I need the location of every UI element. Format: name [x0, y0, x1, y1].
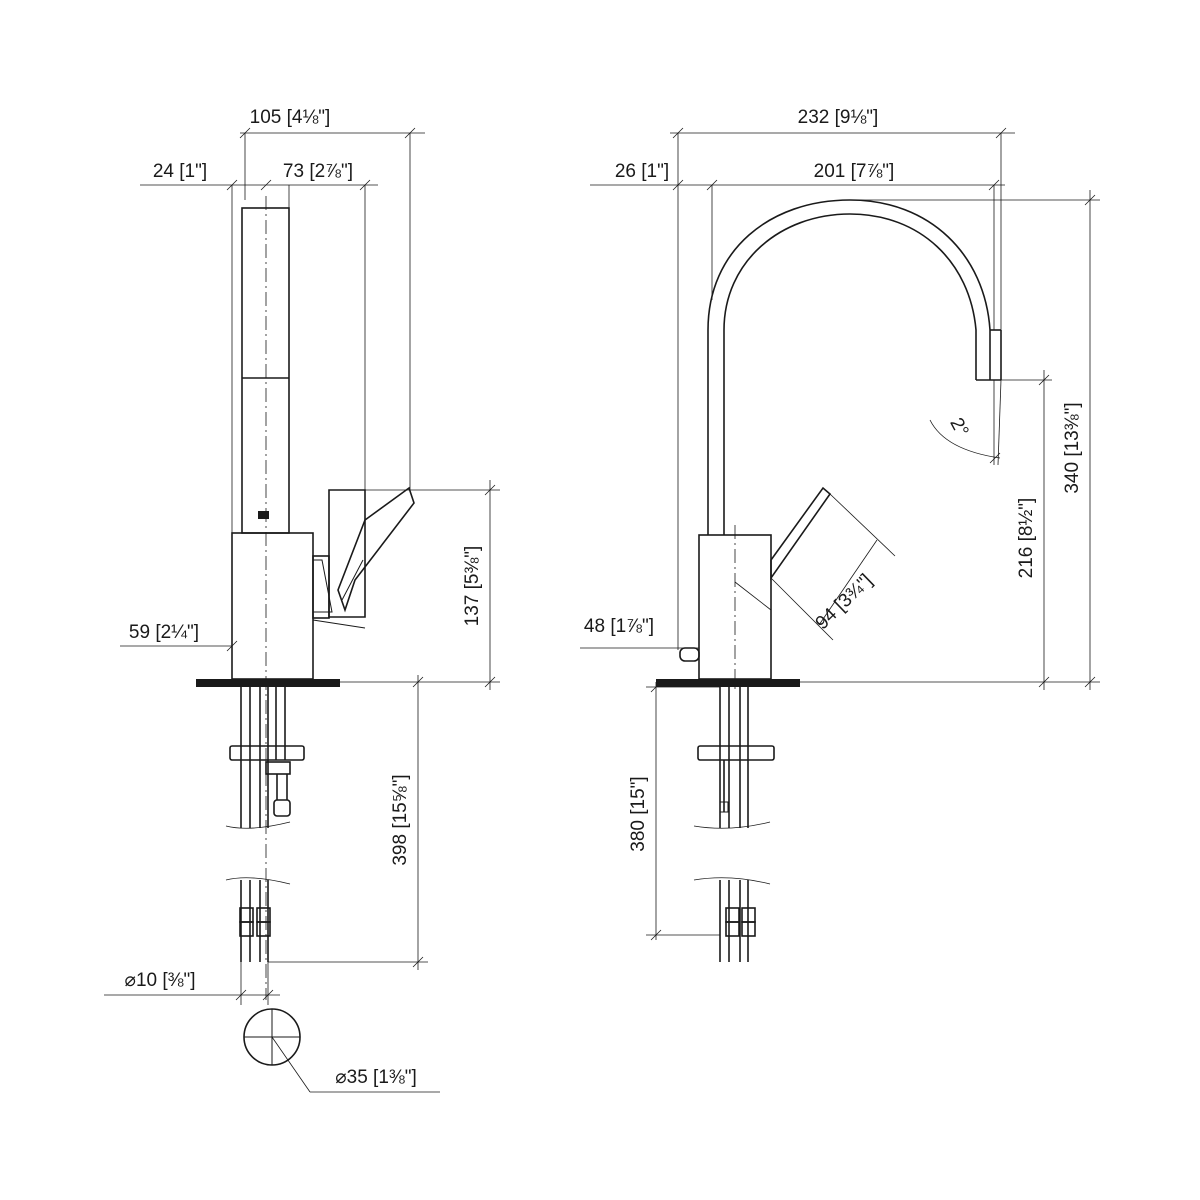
front-supply-hoses: [693, 687, 775, 962]
front-handle-length-label: 94 [3¾"]: [812, 570, 877, 634]
side-hole-diameter-label: ⌀35 [1⅜"]: [335, 1067, 417, 1088]
side-hose-length-label: 398 [15⅝"]: [390, 774, 411, 865]
front-handle-lever: [734, 486, 832, 611]
front-base-width-label: 26 [1"]: [615, 161, 669, 182]
side-body-width-label: 24 [1"]: [153, 161, 207, 182]
side-handle: [312, 486, 415, 629]
front-base-body: [656, 525, 800, 690]
side-hose-diameter-label: ⌀10 [⅜"]: [125, 970, 196, 991]
front-spout-height-label: 216 [8½"]: [1016, 498, 1037, 579]
front-base-height-label: 48 [1⅞"]: [584, 616, 654, 637]
side-total-depth-label: 105 [4⅛"]: [250, 107, 331, 128]
side-dimension-lines: [104, 127, 500, 1005]
front-dimension-lines: [580, 127, 1100, 941]
side-supply-hoses: [225, 687, 305, 885]
front-view: 232 [9⅛"] 201 [7⅞"] 26 [1"] 340 [13⅜"] 2…: [580, 107, 1100, 962]
front-total-width-label: 232 [9⅛"]: [798, 107, 879, 128]
side-mounting-hole: [243, 1008, 440, 1093]
side-handle-height-label: 137 [5⅜"]: [462, 546, 483, 627]
front-total-height-label: 340 [13⅜"]: [1062, 402, 1083, 493]
front-angle-label: 2°: [945, 414, 972, 440]
front-spout-reach-label: 201 [7⅞"]: [814, 161, 895, 182]
front-hose-length-label: 380 [15"]: [628, 776, 649, 851]
side-hose-ends: [239, 880, 271, 962]
side-view: 105 [4⅛"] 24 [1"] 73 [2⅞"] 137 [5⅜"] 59 …: [104, 107, 500, 1093]
side-base-height-label: 59 [2¼"]: [129, 622, 199, 643]
front-gooseneck-spout: [707, 199, 1002, 535]
side-handle-depth-label: 73 [2⅞"]: [283, 161, 353, 182]
